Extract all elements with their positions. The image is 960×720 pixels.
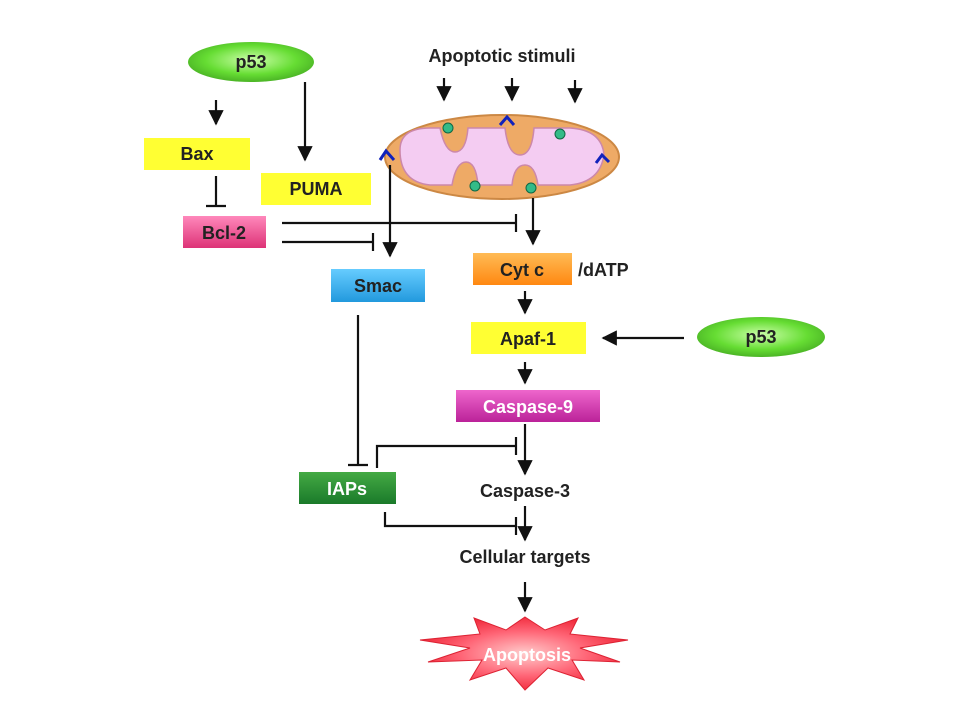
puma-label: PUMA	[290, 179, 343, 199]
cytc-node: Cyt c	[473, 253, 572, 285]
mito-chevron	[378, 148, 396, 161]
apoptosis-node: Apoptosis	[419, 616, 629, 691]
bax-label: Bax	[180, 144, 213, 164]
bax-node: Bax	[144, 138, 250, 170]
datp-label: /dATP	[578, 260, 629, 280]
caspase9-node: Caspase-9	[456, 390, 600, 422]
apoptosis-label: Apoptosis	[483, 645, 571, 665]
mito-chevron	[594, 152, 611, 164]
puma-node: PUMA	[261, 173, 371, 205]
edge-iaps-inhibits-caspase3	[375, 444, 516, 468]
apaf1-node: Apaf-1	[471, 322, 586, 354]
mito-particle	[525, 182, 537, 194]
smac-label: Smac	[354, 276, 402, 296]
mito-particle	[442, 122, 454, 134]
mito-chevron	[498, 114, 516, 126]
iaps-label: IAPs	[327, 479, 367, 499]
caspase9-label: Caspase-9	[483, 397, 573, 417]
p53-right-node: p53	[697, 317, 825, 357]
smac-node: Smac	[331, 269, 425, 302]
cellular-targets-label: Cellular targets	[459, 547, 590, 567]
apaf1-label: Apaf-1	[500, 329, 556, 349]
cytc-label: Cyt c	[500, 260, 544, 280]
p53-top-node: p53	[188, 42, 314, 82]
apoptotic-stimuli-label: Apoptotic stimuli	[429, 46, 576, 66]
edge-iaps-inhibits-targets	[383, 512, 516, 528]
mito-particle	[554, 128, 566, 140]
caspase3-label: Caspase-3	[480, 481, 570, 501]
bcl2-node: Bcl-2	[183, 216, 266, 248]
p53-right-label: p53	[745, 327, 776, 347]
bcl2-label: Bcl-2	[202, 223, 246, 243]
mito-particle	[469, 180, 481, 192]
p53-top-label: p53	[235, 52, 266, 72]
iaps-node: IAPs	[299, 472, 396, 504]
mitochondrion	[378, 114, 620, 200]
